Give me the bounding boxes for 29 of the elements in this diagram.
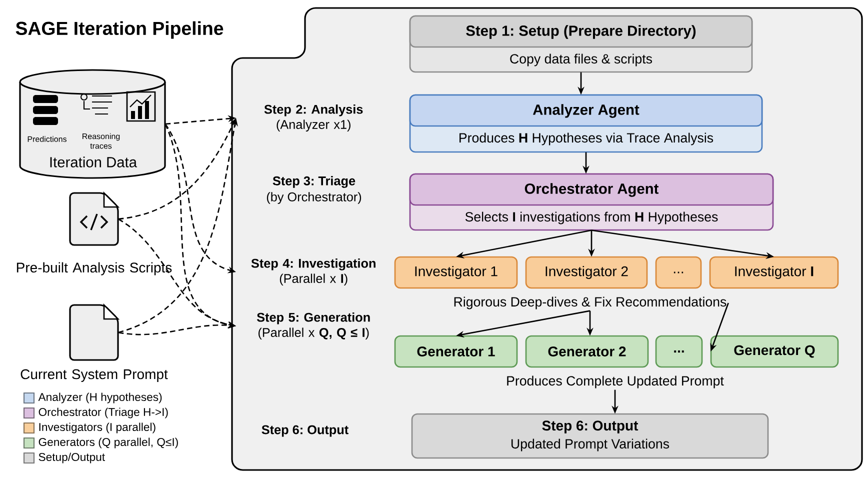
database-cylinder: Predictions Reasoning traces Iteration Data xyxy=(19,69,166,179)
flow-note: Produces Complete Updated Prompt xyxy=(507,376,724,388)
title: SAGE Iteration Pipeline xyxy=(16,21,224,39)
step-label: Step 6: Output xyxy=(262,425,348,437)
node-label: Current System Prompt xyxy=(20,369,168,382)
agent-box: Step 1: Setup (Prepare Directory) Copy data files & scripts xyxy=(409,15,753,73)
agent-box: Generator 2 xyxy=(525,335,649,368)
agent-box: Analyzer Agent Produces H Hypotheses via Trace Analysis xyxy=(409,94,763,153)
agent-box: Investigator I xyxy=(709,256,839,289)
step-label: Step 2: Analysis (Analyzer x1) xyxy=(264,104,363,132)
flow-note: Rigorous Deep-dives & Fix Recommendations xyxy=(454,296,726,310)
node-label: Pre-built Analysis Scripts xyxy=(16,262,172,276)
agent-box: Generator Q xyxy=(710,335,839,368)
legend-label: Investigators (I parallel) xyxy=(39,422,156,434)
agent-box: Investigator 1 xyxy=(394,256,518,289)
agent-box: Orchestrator Agent Selects I investigations from H Hypotheses xyxy=(409,173,774,231)
legend-label: Orchestrator (Triage H->I) xyxy=(38,408,168,418)
agent-box: ... xyxy=(655,256,702,289)
step-label: (by Orchestrator) xyxy=(266,192,362,204)
agent-box: ... xyxy=(655,335,703,368)
step-label: Step 4: Investigation (Parallel x I) xyxy=(251,258,376,286)
agent-box: Investigator 2 xyxy=(525,256,648,289)
step-label: Step 3: Triage xyxy=(272,176,356,188)
output-box: Step 6: Output Updated Prompt Variations xyxy=(411,413,769,459)
legend-label: Analyzer (H hypotheses) xyxy=(38,392,162,404)
agent-box: Generator 1 xyxy=(394,335,518,368)
step-label: Step 5: Generation (Parallel x Q, Q ≤ I) xyxy=(256,312,370,340)
legend-label: Generators (Q parallel, Q≤I) xyxy=(38,438,178,448)
legend-label: Setup/Output xyxy=(38,452,105,464)
